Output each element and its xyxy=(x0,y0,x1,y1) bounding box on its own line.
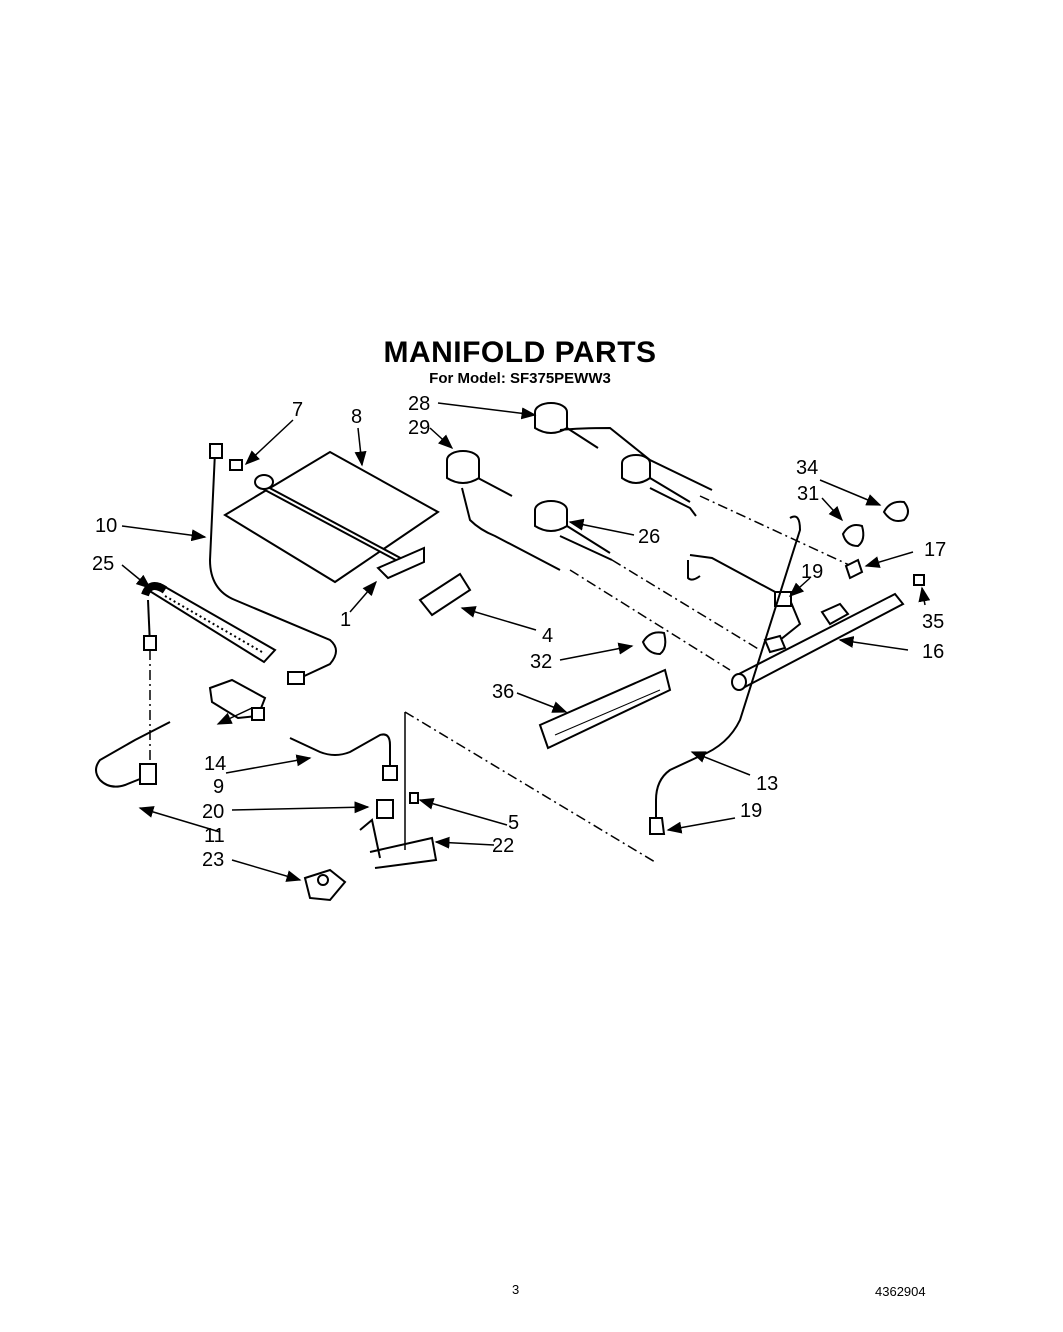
callout-13: 13 xyxy=(756,773,778,795)
callout-36: 36 xyxy=(492,681,514,703)
callout-14: 14 xyxy=(204,753,226,775)
oven-burner xyxy=(141,582,277,664)
callout-4: 4 xyxy=(542,625,553,647)
knob-32 xyxy=(641,631,667,656)
callout-19-upper: 19 xyxy=(801,561,823,583)
callout-19-lower: 19 xyxy=(740,800,762,822)
callout-35: 35 xyxy=(922,611,944,633)
callout-17: 17 xyxy=(924,539,946,561)
callout-10: 10 xyxy=(95,515,117,537)
page-number: 3 xyxy=(512,1282,520,1297)
callout-1: 1 xyxy=(340,609,351,631)
callout-16: 16 xyxy=(922,641,944,663)
tube-10 xyxy=(208,451,337,679)
callout-7: 7 xyxy=(292,399,303,421)
tube-13 xyxy=(655,515,802,818)
top-burners xyxy=(446,402,713,571)
callout-26: 26 xyxy=(638,526,660,548)
callout-23: 23 xyxy=(202,849,224,871)
callout-29: 29 xyxy=(408,417,430,439)
callout-numbers: 7 8 10 25 1 28 29 26 34 31 17 19 35 16 4… xyxy=(92,393,946,871)
tube-9 xyxy=(289,733,391,770)
callout-5: 5 xyxy=(508,812,519,834)
regulator-assembly xyxy=(303,712,438,902)
callout-28: 28 xyxy=(408,393,430,415)
knob-34 xyxy=(882,500,909,522)
callout-8: 8 xyxy=(351,406,362,428)
bracket-4 xyxy=(418,572,472,617)
callout-11: 11 xyxy=(204,825,225,847)
page-title: MANIFOLD PARTS xyxy=(383,336,657,369)
orifice-35 xyxy=(913,574,925,586)
model-subtitle: For Model: SF375PEWW3 xyxy=(429,370,611,387)
valve-17 xyxy=(844,558,864,580)
callout-34: 34 xyxy=(796,457,818,479)
manifold-pipe xyxy=(687,554,905,691)
tube-11 xyxy=(95,721,171,788)
callout-20: 20 xyxy=(202,801,224,823)
callout-31: 31 xyxy=(797,483,819,505)
callout-9: 9 xyxy=(213,776,224,798)
callout-25: 25 xyxy=(92,553,114,575)
broil-burner-plate xyxy=(223,450,440,584)
document-number: 4362904 xyxy=(875,1284,926,1299)
callout-22: 22 xyxy=(492,835,514,857)
support-36 xyxy=(538,668,672,750)
leader-lines xyxy=(121,402,931,882)
callout-32: 32 xyxy=(530,651,552,673)
knob-31 xyxy=(841,524,865,548)
